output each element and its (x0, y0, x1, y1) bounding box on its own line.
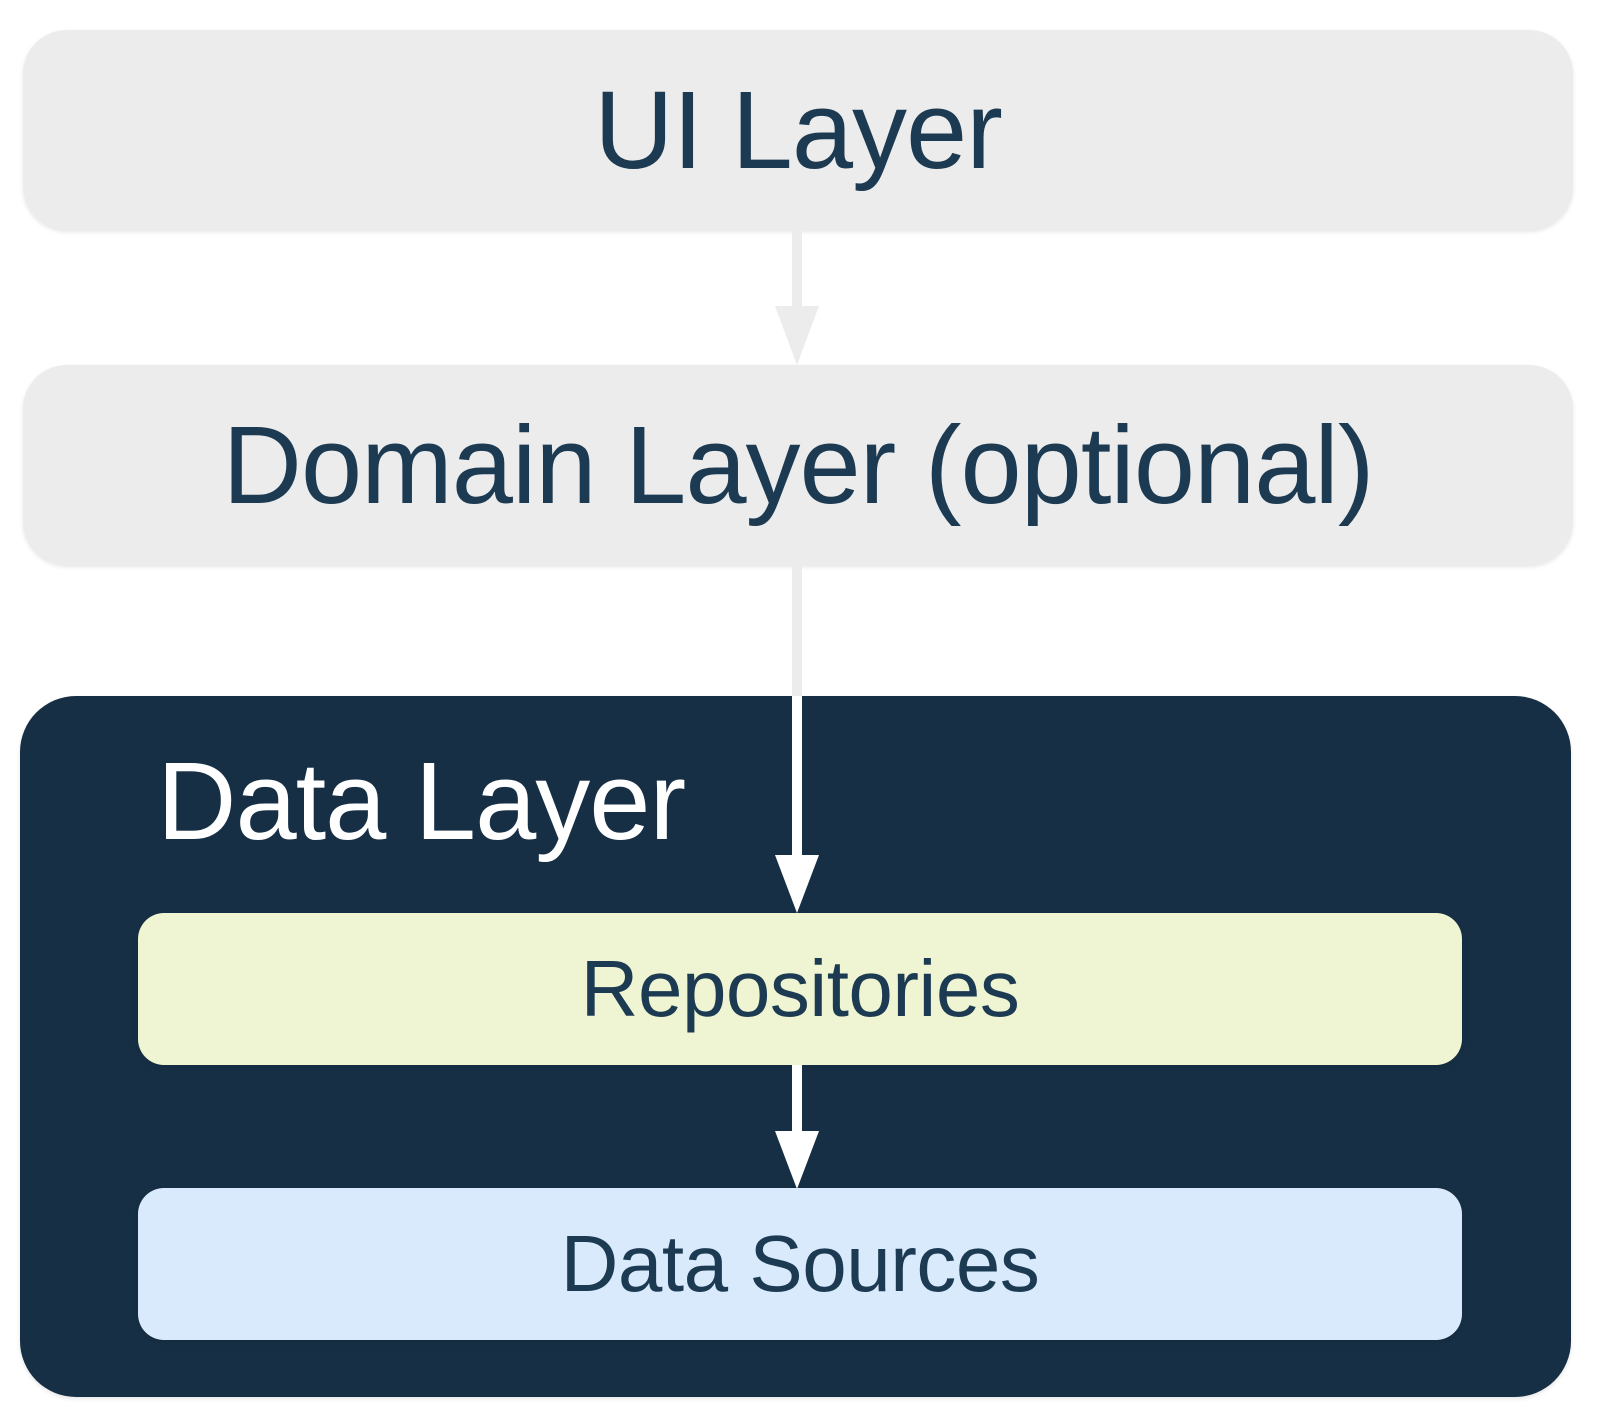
down-arrowhead-icon (775, 1131, 819, 1189)
data-sources-label: Data Sources (560, 1219, 1040, 1308)
down-arrowhead-icon (775, 306, 819, 365)
arrow-stem (792, 696, 802, 855)
arrow-stem (792, 230, 802, 306)
ui-layer-label: UI Layer (594, 68, 1003, 192)
data-layer-label: Data Layer (157, 740, 686, 863)
node-domain-layer: Domain Layer (optional) (23, 365, 1573, 565)
down-arrowhead-icon (775, 855, 819, 913)
repositories-label: Repositories (580, 944, 1020, 1033)
arrow-stem (792, 1065, 802, 1131)
node-ui-layer: UI Layer (23, 30, 1573, 230)
node-repositories: Repositories (138, 913, 1462, 1065)
domain-layer-label: Domain Layer (optional) (222, 403, 1375, 527)
arrow-stem (792, 565, 802, 696)
node-data-sources: Data Sources (138, 1188, 1462, 1340)
